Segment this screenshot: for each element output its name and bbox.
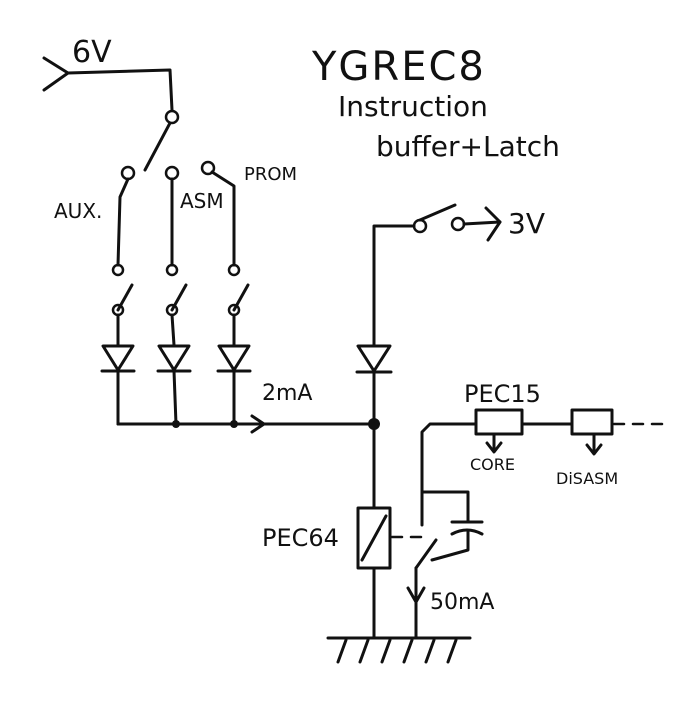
pec64-label: PEC64 xyxy=(262,524,339,552)
relay-pec64: PEC64 xyxy=(262,422,430,640)
pec15-resistor xyxy=(474,408,524,436)
diode-3v xyxy=(355,344,393,374)
relay-contact: 50mA xyxy=(406,422,494,640)
supply-6v: 6V xyxy=(42,35,174,112)
supply-6v-label: 6V xyxy=(72,35,112,70)
selector-switch xyxy=(120,109,216,181)
aux-label: AUX. xyxy=(54,199,102,223)
branch-asm xyxy=(156,177,192,426)
diode-asm xyxy=(156,344,192,373)
title-line-3: buffer+Latch xyxy=(376,130,560,163)
current-50ma-label: 50mA xyxy=(430,590,494,615)
core-label: CORE xyxy=(470,455,515,474)
ground xyxy=(326,636,472,664)
pec15-label: PEC15 xyxy=(464,380,541,408)
supply-3v-label: 3V xyxy=(508,207,545,240)
branch-aux xyxy=(100,177,136,426)
diode-aux xyxy=(100,344,136,373)
current-2ma-label: 2mA xyxy=(262,381,312,406)
prom-label: PROM xyxy=(244,164,297,185)
title-line-1: YGREC8 xyxy=(311,44,486,90)
disasm-resistor xyxy=(570,408,614,436)
diode-prom xyxy=(216,344,252,373)
branch-prom xyxy=(210,170,252,426)
disasm-label: DiSASM xyxy=(556,469,618,488)
asm-label: ASM xyxy=(180,189,224,213)
pec15-chain: PEC15 CORE DiSASM xyxy=(464,380,672,488)
supply-3v: 3V xyxy=(355,203,545,426)
bus-2ma: 2mA xyxy=(116,381,376,434)
title-line-2: Instruction xyxy=(338,90,488,123)
